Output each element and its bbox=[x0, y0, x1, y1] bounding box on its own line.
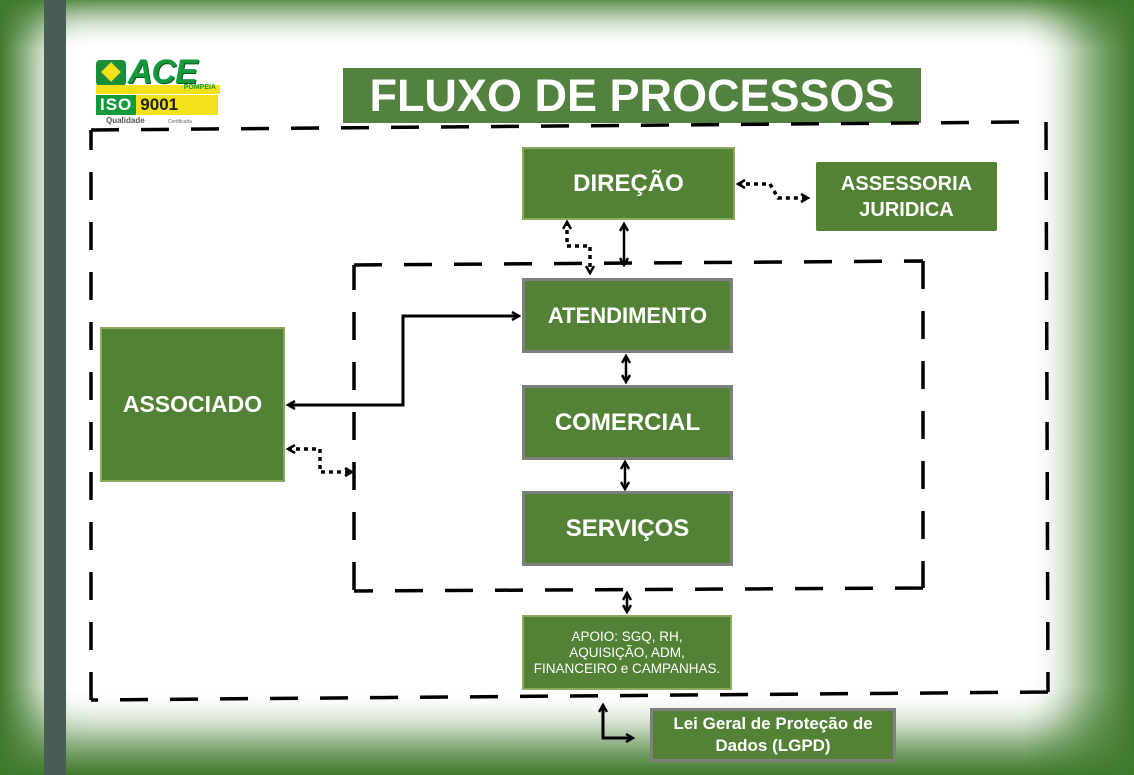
ace-logo: ACE POMPEIA bbox=[94, 53, 220, 94]
ace-band bbox=[96, 85, 220, 94]
box-associado: ASSOCIADO bbox=[100, 327, 285, 482]
page-title: FLUXO DE PROCESSOS bbox=[343, 68, 921, 123]
ace-iso-logo: ACE POMPEIA ISO 9001 Qualidade Certifica… bbox=[94, 53, 224, 129]
ace-brand: ACE bbox=[128, 53, 198, 91]
box-atendimento: ATENDIMENTO bbox=[522, 278, 733, 353]
iso-badge: ISO 9001 bbox=[96, 95, 218, 115]
iso-caption: Qualidade bbox=[106, 116, 145, 125]
box-apoio: APOIO: SGQ, RH, AQUISIÇÃO, ADM, FINANCEI… bbox=[522, 615, 732, 690]
box-servicos: SERVIÇOS bbox=[522, 491, 733, 566]
left-accent-bar bbox=[44, 0, 66, 775]
iso-label: ISO bbox=[96, 95, 137, 115]
box-direcao: DIREÇÃO bbox=[522, 147, 735, 220]
ace-city: POMPEIA bbox=[183, 84, 216, 91]
iso-caption-small: Certificada bbox=[168, 119, 192, 125]
box-lgpd: Lei Geral de Proteção de Dados (LGPD) bbox=[650, 708, 896, 762]
box-assessoria-juridica: ASSESSORIA JURIDICA bbox=[816, 162, 997, 231]
iso-number: 9001 bbox=[136, 95, 218, 115]
ace-emblem-icon bbox=[96, 60, 126, 86]
box-comercial: COMERCIAL bbox=[522, 385, 733, 460]
